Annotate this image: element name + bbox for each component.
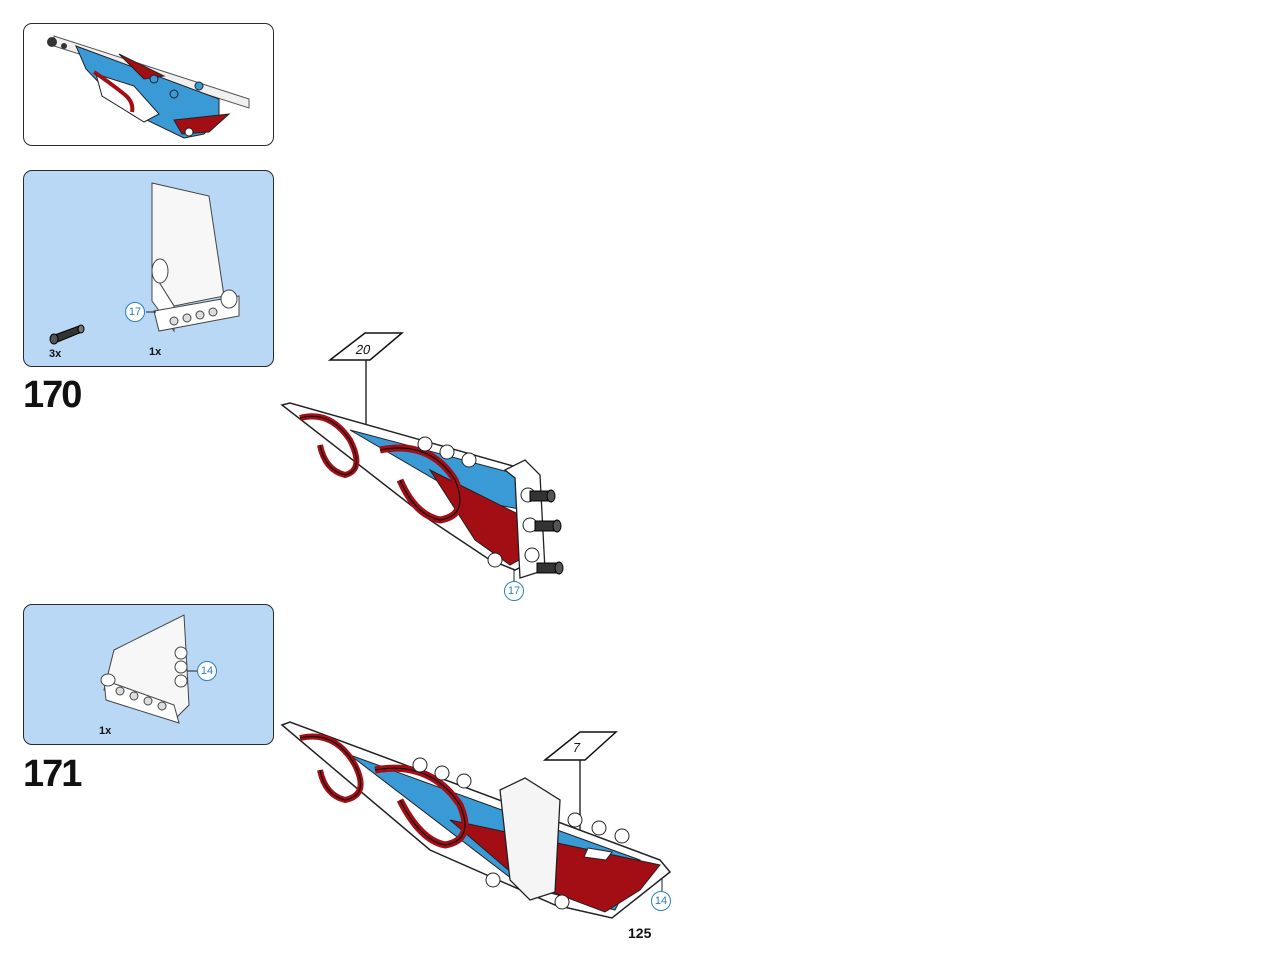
- callout-length: 17: [125, 302, 145, 322]
- callout-length: 14: [197, 661, 217, 681]
- part-qty-panel: 1x: [149, 346, 162, 358]
- parts-list-panel-170: 17 3x 1x: [23, 170, 274, 367]
- submodel-preview-panel: [23, 23, 274, 146]
- callout-length: 14: [651, 891, 671, 911]
- parts-list-panel-171: 14 1x: [23, 604, 274, 745]
- white-panel-icon: [100, 614, 197, 724]
- white-panel-icon: [146, 182, 240, 333]
- sticker-flag-icon: [542, 731, 618, 761]
- part-qty-panel: 1x: [99, 725, 112, 737]
- black-axle-pin-icon: [49, 324, 85, 345]
- submodel-preview-image: [47, 35, 250, 139]
- step-number-171: 171: [23, 753, 82, 795]
- sticker-flag-icon: [327, 332, 405, 361]
- parts-171-image: [100, 614, 197, 724]
- step-number-170: 170: [23, 374, 82, 416]
- parts-170-image: [49, 182, 240, 345]
- step-170-model-image: [280, 332, 672, 919]
- page-number: 125: [628, 925, 652, 941]
- callout-length: 17: [504, 581, 524, 601]
- part-qty-axle-pin: 3x: [49, 348, 62, 360]
